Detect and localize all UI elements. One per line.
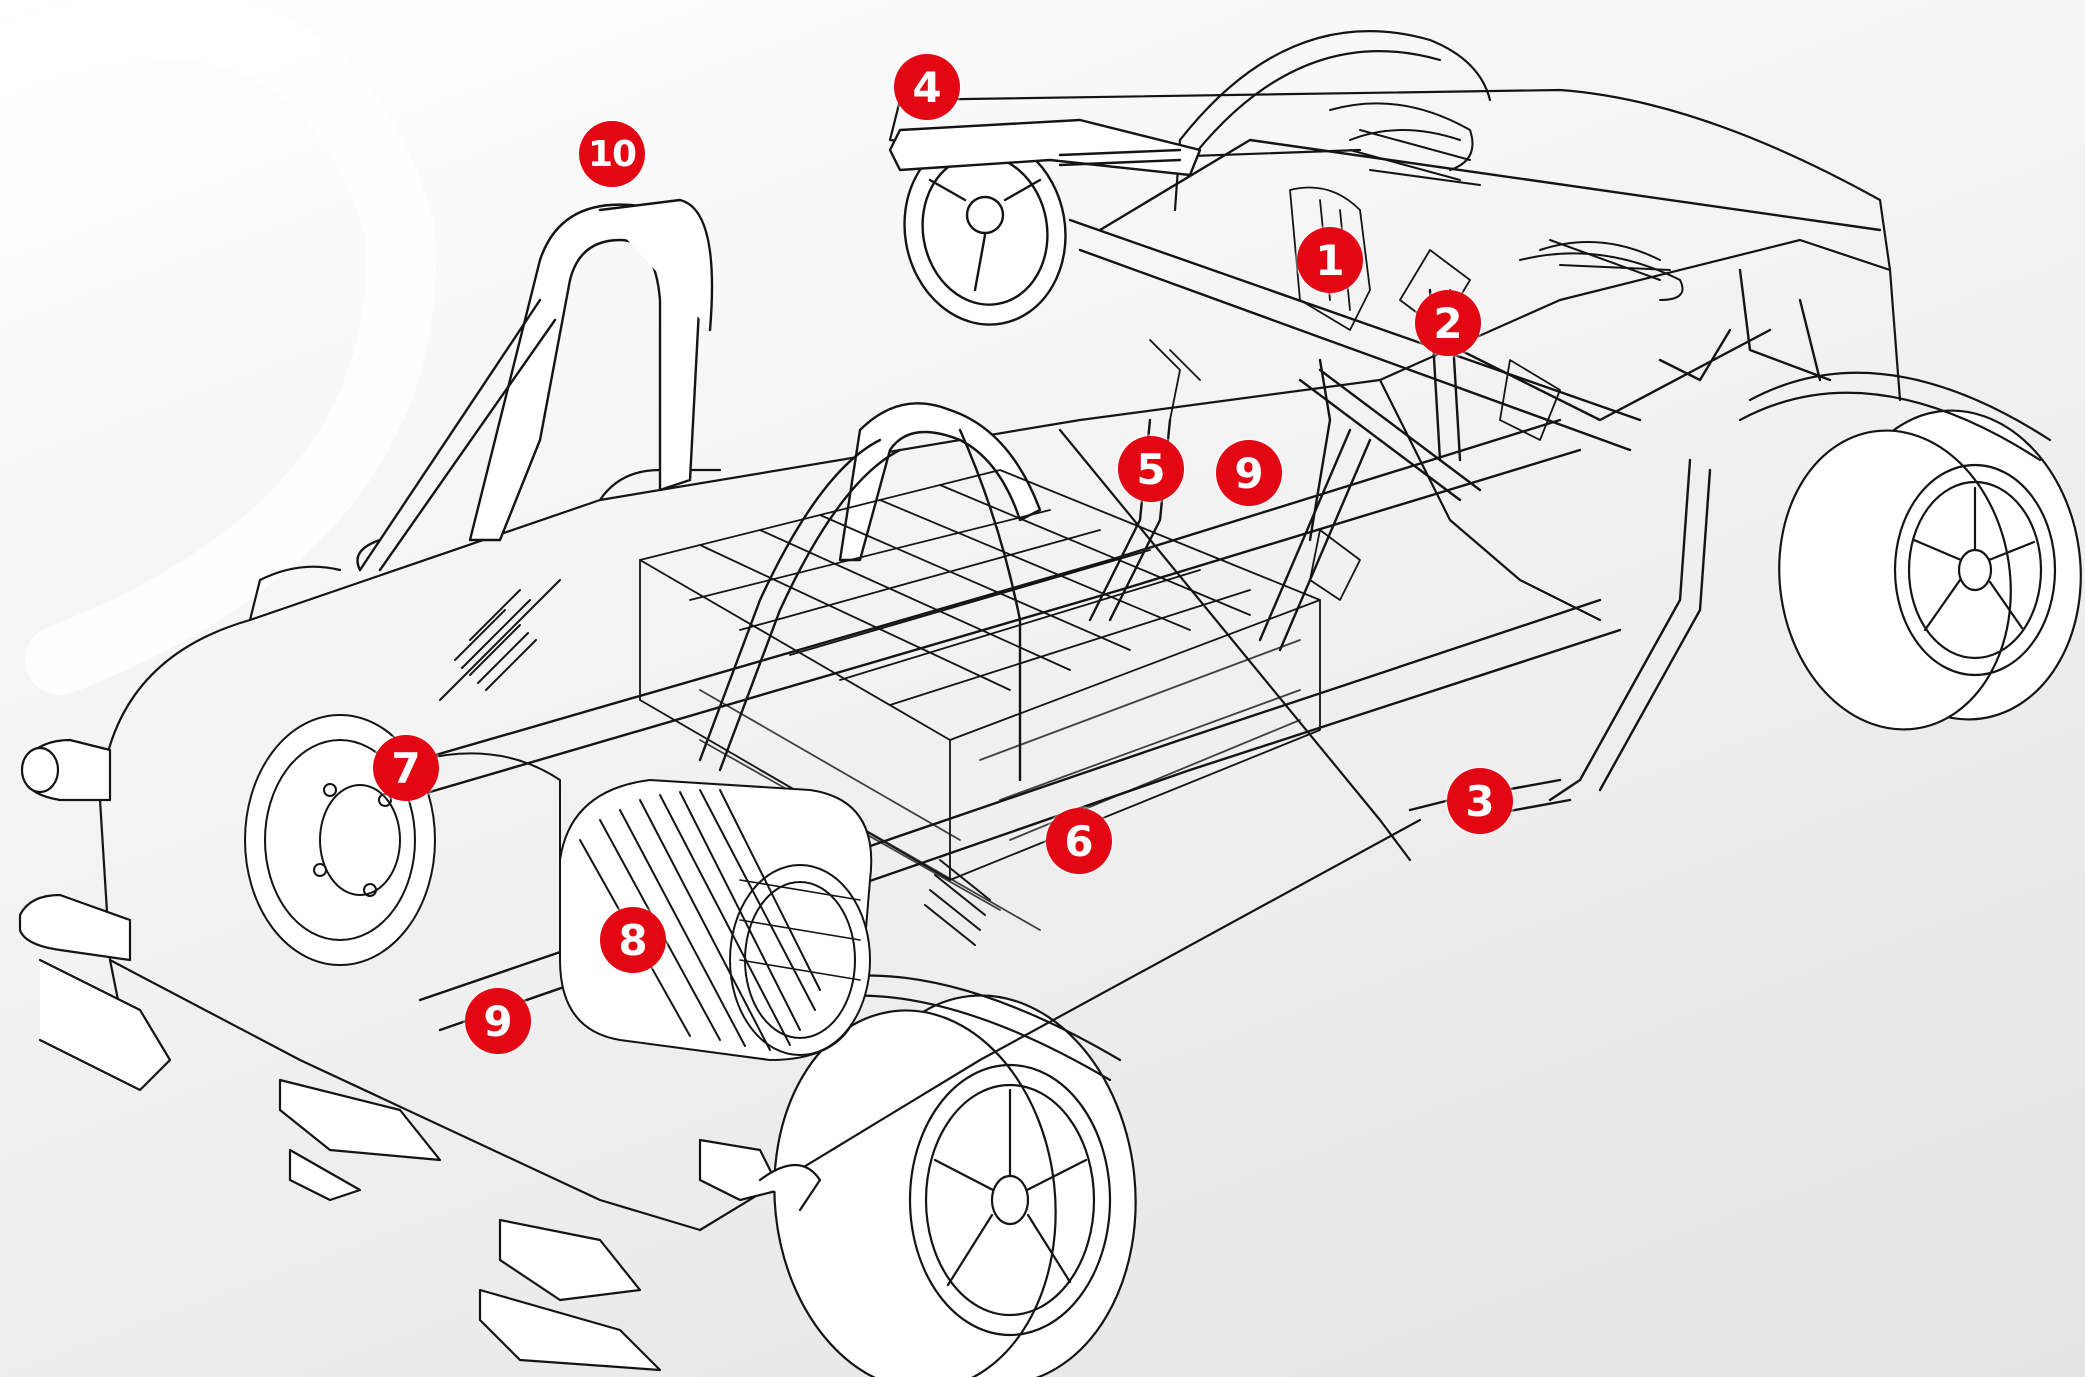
callout-badge[interactable]: 10	[579, 121, 645, 187]
shock-absorbers	[439, 102, 1684, 946]
callout-badge[interactable]: 5	[1118, 436, 1184, 502]
callout-badge[interactable]: 4	[894, 54, 960, 120]
callout-badge[interactable]: 9	[465, 988, 531, 1054]
background-watermark	[0, 0, 436, 695]
roll-hoop-structure	[356, 198, 1042, 782]
callout-badge[interactable]: 7	[373, 735, 439, 801]
front-left-wheel	[748, 974, 1137, 1377]
front-right-fender	[1173, 30, 1492, 212]
callout-badge[interactable]: 2	[1415, 290, 1481, 356]
front-tubing	[18, 738, 822, 1372]
rear-right-wheel	[1738, 371, 2082, 731]
callout-badge[interactable]: 8	[600, 907, 666, 973]
callout-badge[interactable]: 6	[1046, 808, 1112, 874]
steering-wheel-drawing	[888, 118, 1202, 326]
callout-badge[interactable]: 1	[1297, 227, 1363, 293]
electric-motor-drawing	[559, 779, 873, 1061]
callout-badge[interactable]: 9	[1216, 440, 1282, 506]
callout-badge[interactable]: 3	[1447, 768, 1513, 834]
